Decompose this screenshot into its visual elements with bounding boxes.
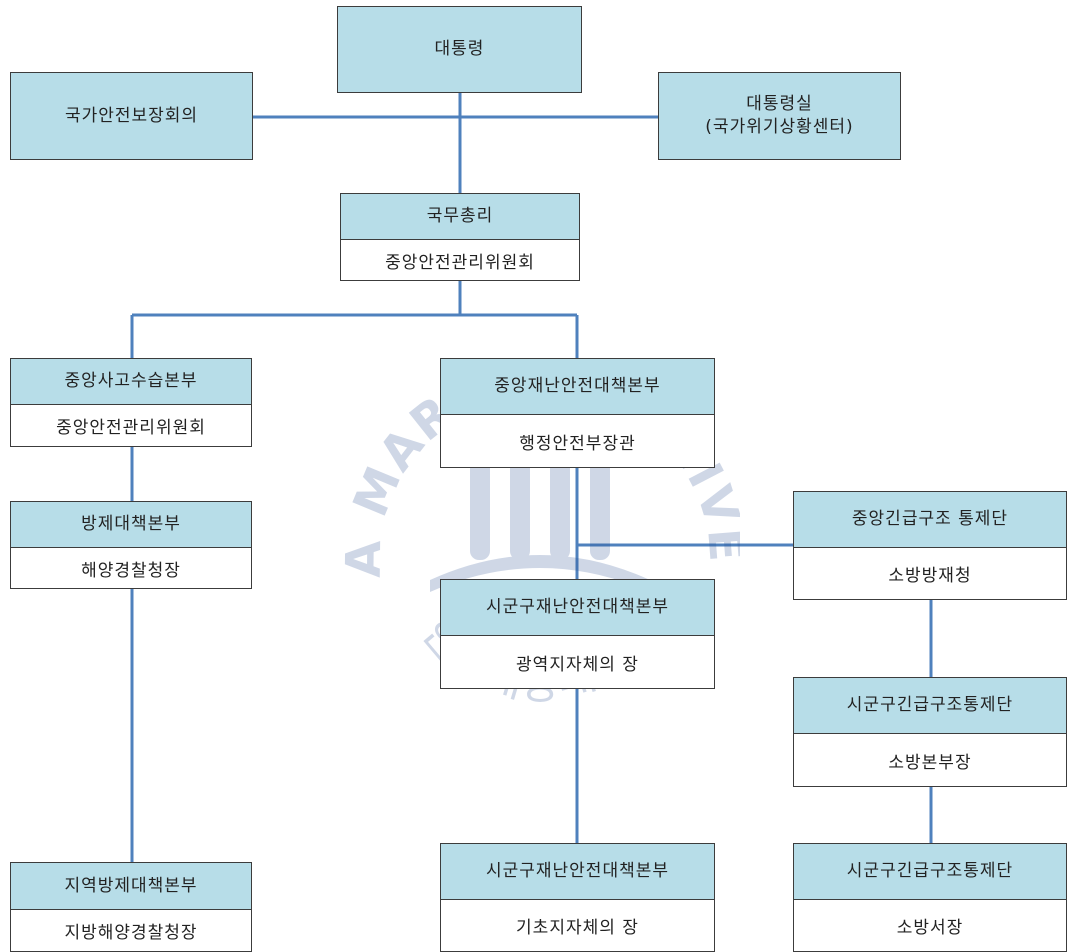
local-disaster-hq-basic-box: 시군구재난안전대책본부 기초지자체의 장 — [440, 843, 715, 952]
president-box: 대통령 — [337, 6, 582, 93]
local-disaster-hq-basic-title: 시군구재난안전대책본부 — [441, 844, 714, 899]
regional-prevention-hq-sub: 지방해양경찰청장 — [11, 909, 251, 951]
central-rescue-unit-title: 중앙긴급구조 통제단 — [794, 492, 1066, 547]
local-rescue-unit-basic-sub: 소방서장 — [794, 899, 1066, 951]
regional-prevention-hq-title: 지역방제대책본부 — [11, 863, 251, 909]
local-disaster-hq-metro-box: 시군구재난안전대책본부 광역지자체의 장 — [440, 579, 715, 689]
local-disaster-hq-basic-sub: 기초지자체의 장 — [441, 899, 714, 951]
local-rescue-unit-basic-box: 시군구긴급구조통제단 소방서장 — [793, 843, 1067, 952]
prevention-hq-box: 방제대책본부 해양경찰청장 — [10, 501, 252, 589]
central-disaster-hq-box: 중앙재난안전대책본부 행정안전부장관 — [440, 358, 715, 468]
central-rescue-unit-box: 중앙긴급구조 통제단 소방방재청 — [793, 491, 1067, 600]
nsc-box: 국가안전보장회의 — [10, 72, 253, 160]
nsc-title: 국가안전보장회의 — [11, 73, 252, 159]
local-rescue-unit-basic-title: 시군구긴급구조통제단 — [794, 844, 1066, 899]
presidential-office-line2: (국가위기상황센터) — [705, 117, 854, 137]
central-accident-hq-sub: 중앙안전관리위원회 — [11, 404, 251, 446]
presidential-office-box: 대통령실 (국가위기상황센터) — [658, 72, 901, 160]
central-rescue-unit-sub: 소방방재청 — [794, 547, 1066, 599]
prevention-hq-sub: 해양경찰청장 — [11, 547, 251, 588]
central-accident-hq-box: 중앙사고수습본부 중앙안전관리위원회 — [10, 358, 252, 447]
prime-minister-sub: 중앙안전관리위원회 — [341, 239, 579, 280]
central-accident-hq-title: 중앙사고수습본부 — [11, 359, 251, 404]
regional-prevention-hq-box: 지역방제대책본부 지방해양경찰청장 — [10, 862, 252, 952]
central-disaster-hq-sub: 행정안전부장관 — [441, 414, 714, 467]
prevention-hq-title: 방제대책본부 — [11, 502, 251, 547]
local-disaster-hq-metro-title: 시군구재난안전대책본부 — [441, 580, 714, 635]
prime-minister-box: 국무총리 중앙안전관리위원회 — [340, 193, 580, 281]
local-rescue-unit-metro-box: 시군구긴급구조통제단 소방본부장 — [793, 677, 1067, 787]
presidential-office-line1: 대통령실 — [746, 94, 813, 115]
local-disaster-hq-metro-sub: 광역지자체의 장 — [441, 635, 714, 688]
prime-minister-title: 국무총리 — [341, 194, 579, 239]
local-rescue-unit-metro-title: 시군구긴급구조통제단 — [794, 678, 1066, 733]
local-rescue-unit-metro-sub: 소방본부장 — [794, 733, 1066, 786]
president-title: 대통령 — [338, 7, 581, 92]
central-disaster-hq-title: 중앙재난안전대책본부 — [441, 359, 714, 414]
presidential-office-title: 대통령실 (국가위기상황센터) — [659, 73, 900, 159]
